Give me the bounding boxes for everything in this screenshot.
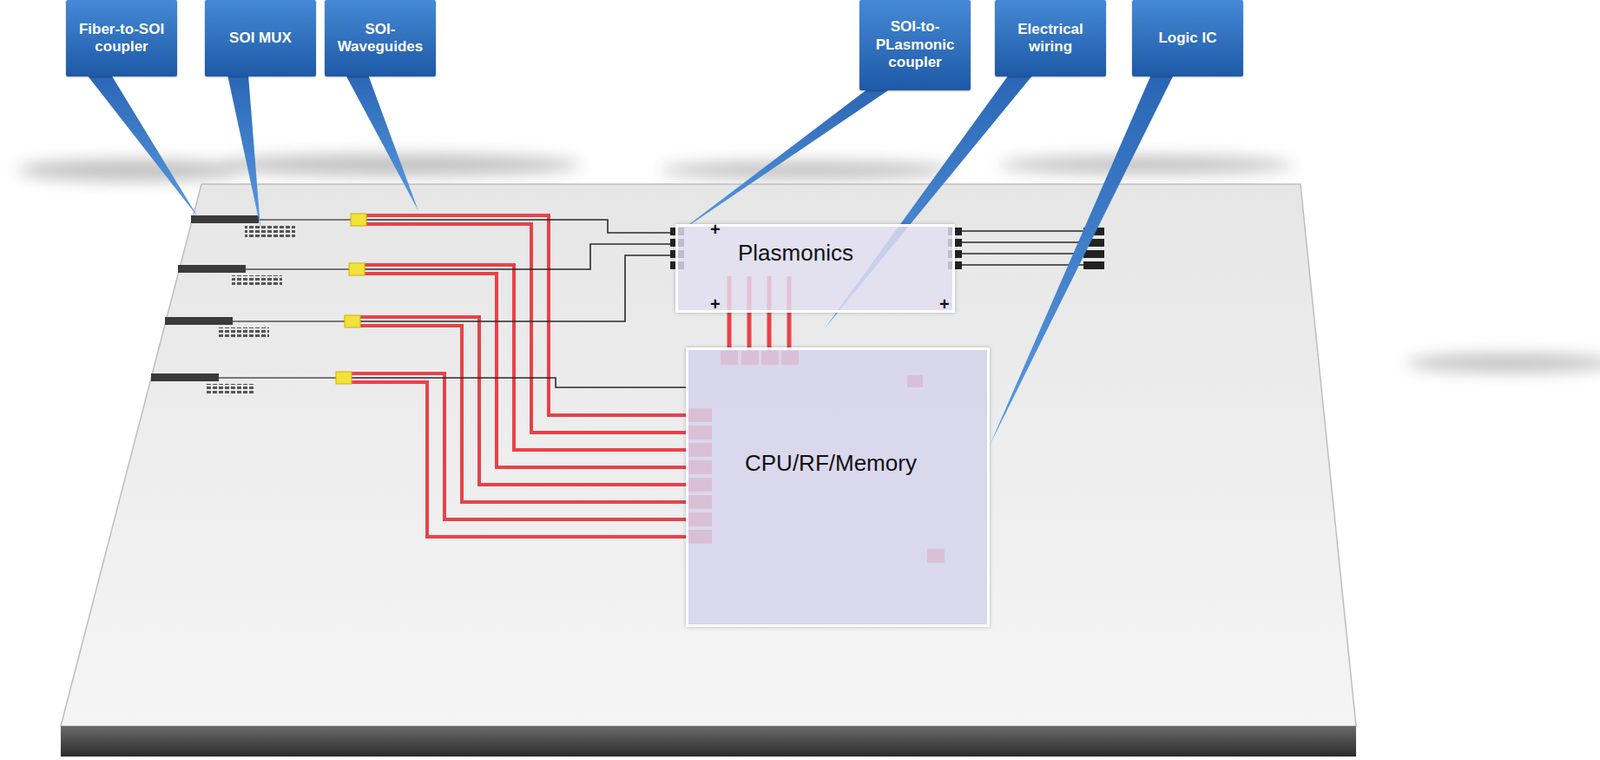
yellow-block [344,315,361,328]
callout-box: Electrical wiring [994,0,1107,77]
callout-text: Fiber-to-SOI coupler [71,20,172,57]
callout-text: Electrical wiring [1000,20,1101,57]
region-label: CPU/RF/Memory [744,449,917,477]
shadow [1406,354,1600,372]
shadow [998,156,1294,174]
fiber [151,373,219,382]
polarity-sign: + [710,294,721,314]
callout-pointer [345,74,419,211]
callout-box: Fiber-to-SOI coupler [65,0,178,77]
region-label: Plasmonics [737,239,854,267]
callout-text: Logic IC [1137,29,1238,47]
yellow-block [350,213,367,226]
board-edge [60,725,1357,757]
yellow-block [348,263,365,276]
label-holder: + [710,219,721,240]
callout-box: SOI MUX [204,0,317,77]
callout-pointer [989,74,1174,446]
shadow [659,161,955,179]
callout-pointer [675,88,891,235]
fiber [164,316,233,325]
coupler [1083,250,1105,258]
shadow [17,159,244,181]
fiber [177,264,246,273]
optical-line [351,219,688,388]
callout-pointer [227,74,261,228]
yellow-block [335,371,352,384]
label-holder: + [710,294,721,315]
mux [218,327,270,339]
logic-ic-region: CPU/RF/Memory [685,347,990,627]
callout-box: SOI-to-PLasmonic coupler [859,0,971,91]
label-holder: + [939,294,950,315]
mux [231,275,283,287]
mux [204,383,256,396]
callout-text: SOI MUX [210,29,311,47]
polarity-sign: + [939,294,950,314]
callout-box: Logic IC [1132,0,1244,77]
fiber-line [218,219,351,378]
callout-text: SOI-Waveguides [329,20,431,57]
callout-text: SOI-to-PLasmonic coupler [864,18,966,72]
waveguide [351,215,688,537]
fiber [190,215,259,224]
polarity-sign: + [710,219,721,239]
board-top [60,184,1357,726]
optical-line [961,230,1084,265]
mux [244,225,296,238]
callout-pointer [86,74,198,218]
callout-box: SOI-Waveguides [324,0,436,77]
coupler [1083,261,1105,270]
